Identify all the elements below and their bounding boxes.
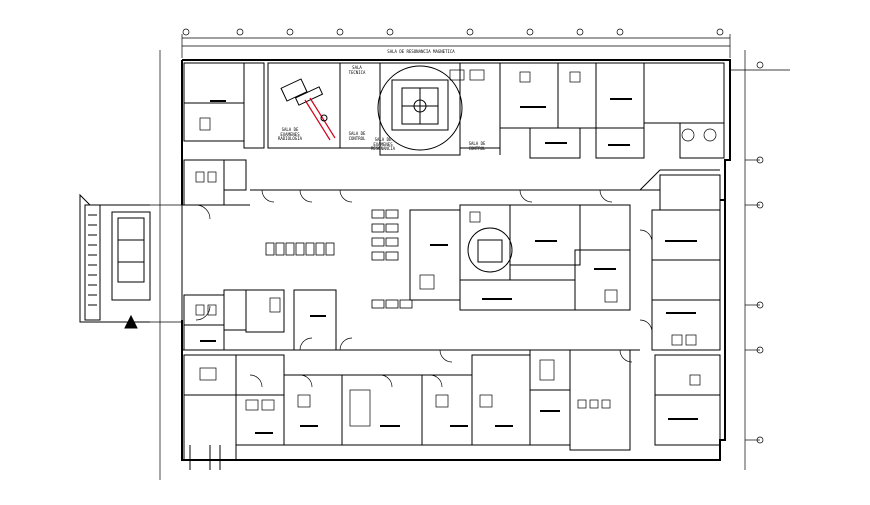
door-swings: [195, 189, 653, 388]
bottom-entry: [189, 445, 266, 470]
waiting-seats: [265, 209, 413, 309]
mri-header-label: SALA DE RESONANCIA MAGNETICA: [387, 49, 455, 54]
right-rooms: [651, 174, 721, 446]
xray-equipment: [280, 78, 336, 141]
left-rooms: [183, 159, 247, 351]
room-label-bars: [200, 98, 698, 434]
exterior-walls: [181, 59, 731, 461]
grid-markers: [182, 28, 764, 444]
control-room-left-label: SALA DE CONTROL: [348, 131, 366, 141]
grid-lines: [150, 34, 790, 480]
center-block: [245, 204, 631, 351]
fixtures: [195, 69, 717, 427]
tech-room-label: SALA TECNICA: [348, 65, 366, 75]
top-wing-rooms: [183, 62, 725, 159]
entrance-parking: [79, 193, 151, 329]
xray-room-label: SALA DE EXAMENES RADIOLOGIA: [277, 127, 303, 141]
corridor-walls: [182, 169, 720, 351]
control-room-right-label: SALA DE CONTROL: [468, 141, 486, 151]
mri-room-label: SALA DE EXAMENES RESONANCIA: [370, 137, 396, 151]
bottom-rooms: [183, 349, 631, 461]
mri-room: [377, 65, 463, 151]
